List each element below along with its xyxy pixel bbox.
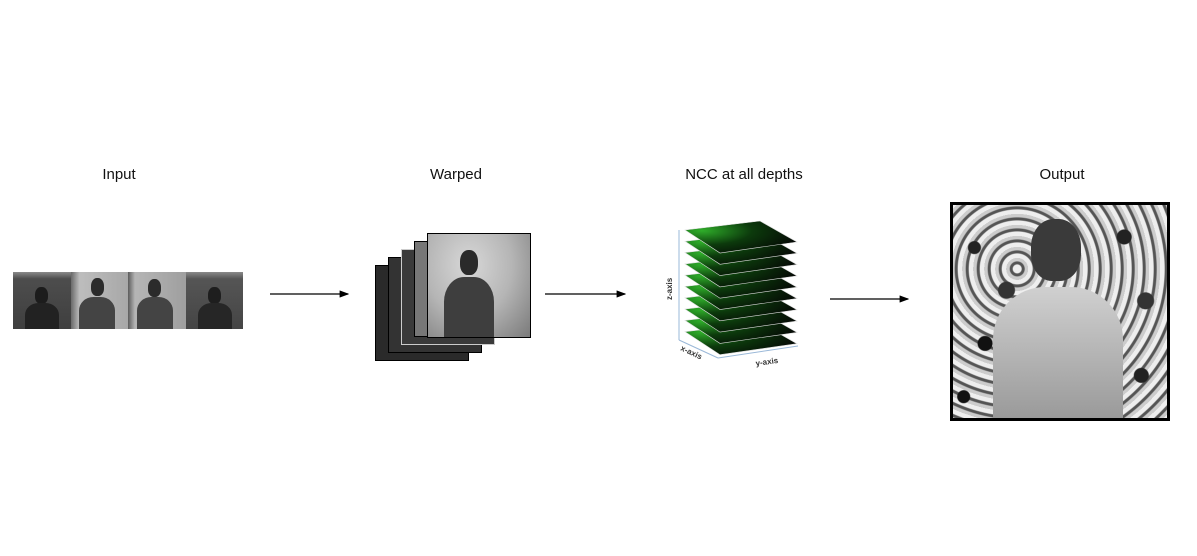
stage-label-output: Output	[1039, 166, 1085, 183]
warped-frame-front	[427, 233, 531, 338]
ncc-volume	[684, 220, 798, 356]
input-frame	[128, 272, 186, 329]
stage-label-warped: Warped	[430, 166, 482, 183]
input-frame	[186, 272, 243, 329]
input-frame	[13, 272, 71, 329]
output-depth-map	[950, 202, 1170, 421]
stage-label-input: Input	[102, 166, 136, 183]
y-axis-line	[717, 345, 799, 359]
z-axis-label: z-axis	[665, 277, 674, 300]
y-axis-label: y-axis	[755, 356, 779, 368]
stage-label-ncc: NCC at all depths	[685, 166, 803, 183]
ncc-depth-layer	[684, 220, 798, 254]
x-axis-line	[678, 339, 719, 359]
input-frame	[71, 272, 128, 329]
